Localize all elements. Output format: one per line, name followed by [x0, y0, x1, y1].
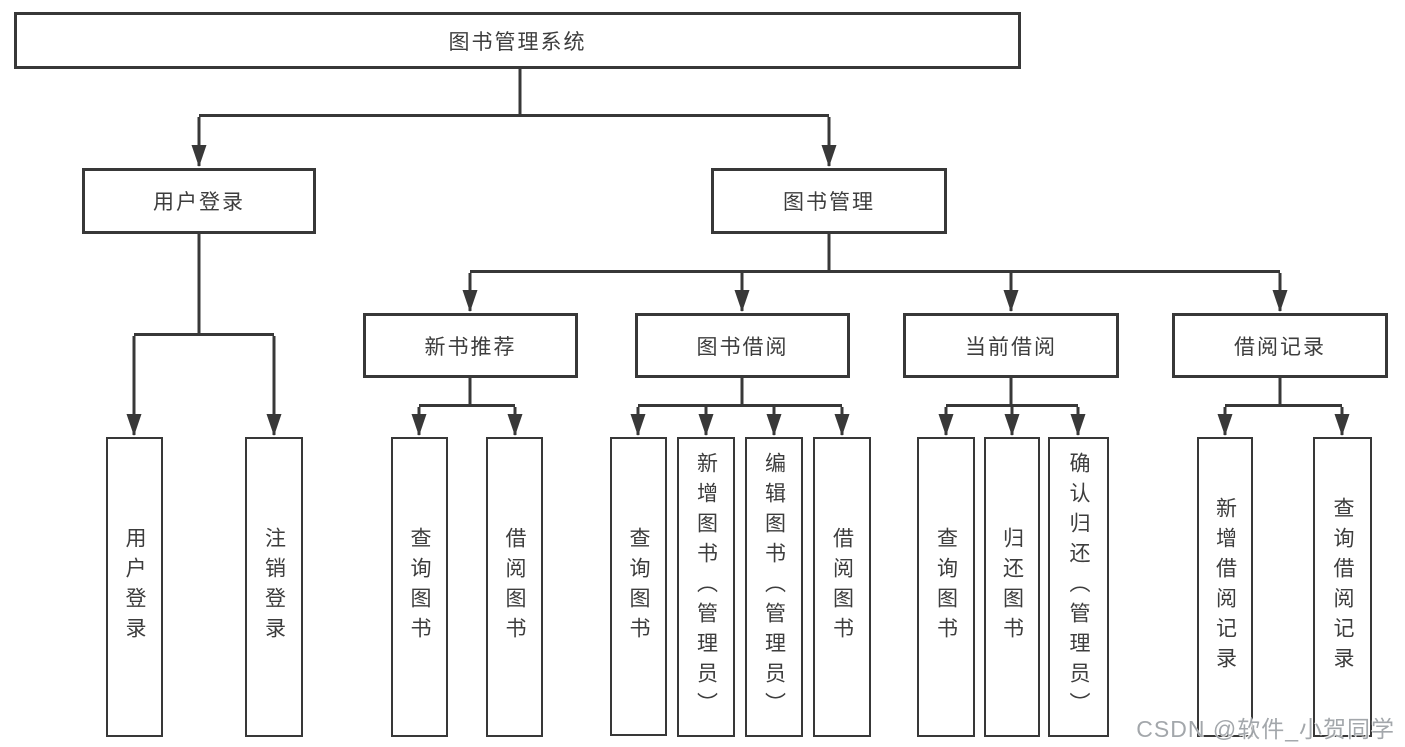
- leaf-add-borrow-record: 新增借阅记录: [1197, 437, 1253, 737]
- leaf-query-books-borrowing: 查询图书: [610, 437, 667, 736]
- node-book-borrowing: 图书借阅: [635, 313, 850, 378]
- leaf-return-books: 归还图书: [984, 437, 1040, 737]
- leaf-logout: 注销登录: [245, 437, 303, 737]
- leaf-query-borrow-record: 查询借阅记录: [1313, 437, 1372, 737]
- leaf-query-books-current: 查询图书: [917, 437, 975, 737]
- leaf-borrow-books-borrowing: 借阅图书: [813, 437, 871, 737]
- leaf-edit-books-admin: 编辑图书（管理员）: [745, 437, 803, 737]
- leaf-query-books-recommend: 查询图书: [391, 437, 448, 737]
- node-library-management-system: 图书管理系统: [14, 12, 1021, 69]
- leaf-confirm-return-admin: 确认归还（管理员）: [1048, 437, 1109, 737]
- leaf-borrow-books-recommend: 借阅图书: [486, 437, 543, 737]
- node-book-management-branch: 图书管理: [711, 168, 947, 234]
- leaf-user-login: 用户登录: [106, 437, 163, 737]
- node-current-borrowing: 当前借阅: [903, 313, 1119, 378]
- leaf-add-books-admin: 新增图书（管理员）: [677, 437, 735, 737]
- node-borrowing-records: 借阅记录: [1172, 313, 1388, 378]
- node-user-login-branch: 用户登录: [82, 168, 316, 234]
- csdn-watermark: CSDN @软件_小贺同学: [1136, 716, 1395, 742]
- node-new-book-recommend: 新书推荐: [363, 313, 578, 378]
